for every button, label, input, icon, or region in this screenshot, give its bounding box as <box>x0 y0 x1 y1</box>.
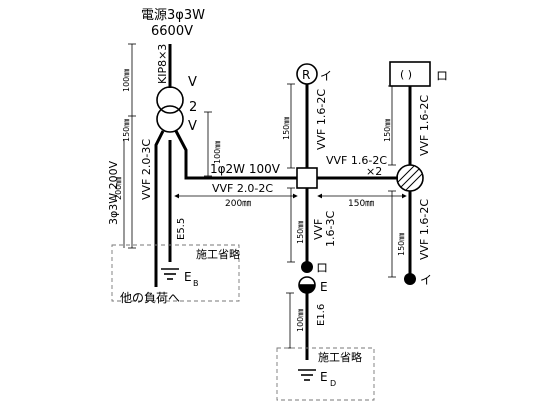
transformer-label-v1: V <box>188 75 197 90</box>
switch-i-symbol <box>404 273 416 285</box>
label-ro-mid: ロ <box>316 261 328 275</box>
receptacle-e-symbol <box>298 276 316 294</box>
three-phase-circuit-label: 3φ3W 200V <box>107 160 120 225</box>
dim-100-mid: 100㎜ <box>213 141 222 164</box>
vvf-16-3c-label-b: 1.6-3C <box>324 211 337 247</box>
single-phase-circuit-label: 1φ2W 100V <box>210 162 281 176</box>
vvf-16-2c-top-label: VVF 1.6-2C <box>315 89 328 150</box>
x2-label: ×2 <box>366 165 382 178</box>
ground-label-ed: E <box>320 370 328 384</box>
dim-150-left: 150㎜ <box>122 119 131 142</box>
receptacle-r-letter: R <box>302 68 310 82</box>
switch-ro-symbol <box>301 261 313 273</box>
omitted-label-left: 施工省略 <box>196 247 240 261</box>
label-ro-top: ロ <box>436 69 448 83</box>
label-e: E <box>320 280 328 294</box>
vvf-16-2c-right-bottom-label: VVF 1.6-2C <box>418 199 431 260</box>
e16-label: E1.6 <box>316 304 327 326</box>
dim-150-center-top: 150㎜ <box>282 117 291 140</box>
vvf-2-2c-label: VVF 2.0-2C <box>212 182 273 195</box>
transformer-label-v2: V <box>188 119 197 134</box>
dim-200-left: 200㎜ <box>114 177 123 200</box>
junction-box-right <box>396 164 424 192</box>
ground-symbol-left <box>161 268 179 280</box>
source-label-line2: 6600V <box>151 24 193 39</box>
transformer-secondary-coil <box>156 105 184 133</box>
label-i-bottom: イ <box>420 273 432 287</box>
source-label-line1: 電源3φ3W <box>141 8 205 23</box>
e55-label: E5.5 <box>176 218 187 240</box>
vvf-2-3c-label: VVF 2.0-3C <box>140 139 153 200</box>
single-phase-feed <box>174 130 297 180</box>
other-load-label: 他の負荷へ <box>120 291 180 305</box>
label-i-top: イ <box>320 69 332 83</box>
dim-100-center-bottom: 100㎜ <box>296 309 305 332</box>
pull-box-inner-label: ( ) <box>400 68 412 81</box>
dim-200-horizontal: 200㎜ <box>225 199 251 209</box>
dim-150-center-mid: 150㎜ <box>296 221 305 244</box>
junction-box-center <box>296 167 318 189</box>
transformer-primary-coil <box>156 86 184 114</box>
kip-cable-label: KIP8×3 <box>156 44 169 84</box>
ground-label-eb-sub: B <box>193 279 199 288</box>
vvf-16-2c-mid-label: VVF 1.6-2C <box>326 154 387 167</box>
vvf-16-2c-right-top-label: VVF 1.6-2C <box>418 95 431 156</box>
omitted-area-center <box>276 347 375 401</box>
ground-symbol-center <box>298 369 316 381</box>
omitted-area-left <box>111 244 240 302</box>
vvf-16-3c-label-a: VVF <box>312 219 325 240</box>
dim-150-right-top: 150㎜ <box>383 119 392 142</box>
omitted-label-center: 施工省略 <box>318 350 362 364</box>
transformer-label-2: 2 <box>189 100 197 115</box>
dim-100-left: 100㎜ <box>122 69 131 92</box>
ground-label-ed-sub: D <box>330 379 336 388</box>
ground-label-eb: E <box>184 270 192 284</box>
dim-150-horizontal: 150㎜ <box>348 199 374 209</box>
three-phase-feed <box>154 130 165 250</box>
dim-150-right-bottom: 150㎜ <box>397 233 406 256</box>
